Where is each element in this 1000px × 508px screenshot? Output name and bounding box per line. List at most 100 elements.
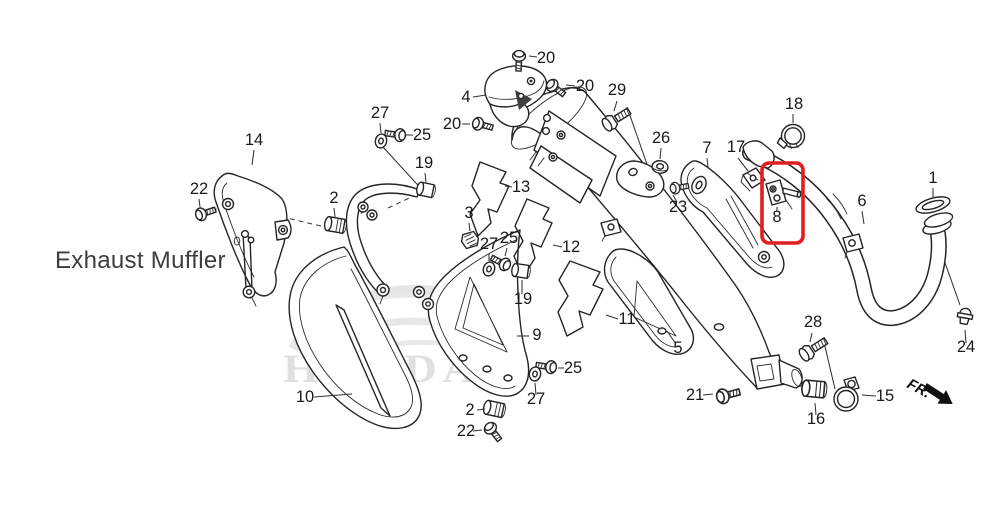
- part-label-19: 19: [415, 154, 433, 172]
- part-7-protector: [680, 160, 785, 278]
- leader-line-part-3: [468, 222, 471, 232]
- leader-line-part-6: [861, 210, 865, 225]
- fr-direction-marker: FR.: [904, 376, 953, 404]
- part-18-pipe-clamp: [776, 123, 806, 150]
- leader-line-part-10: [313, 393, 353, 398]
- part-8-stay-bracket: [765, 179, 802, 210]
- part-label-11: 11: [618, 310, 635, 328]
- fr-arrow-icon: [923, 383, 953, 404]
- leader-line-part-22: [472, 429, 483, 432]
- part-label-25: 25: [564, 359, 582, 377]
- gasket-sheet-13: [469, 161, 510, 237]
- part-label-27: 27: [527, 390, 545, 408]
- part-label-25: 25: [413, 126, 431, 144]
- part-label-21: 21: [686, 386, 704, 404]
- part-label-25: 25: [500, 229, 518, 247]
- leader-line-part-11: [605, 314, 619, 320]
- part-label-24: 24: [957, 338, 975, 356]
- part-label-27: 27: [371, 104, 389, 122]
- part-1-gasket: [915, 196, 951, 214]
- part-label-17: 17: [727, 138, 745, 156]
- leader-line-part-7: [706, 157, 709, 168]
- leader-line-part-25: [504, 247, 508, 257]
- part-label-15: 15: [876, 387, 894, 405]
- leader-line-part-27: [379, 122, 382, 134]
- part-label-2: 2: [465, 401, 474, 419]
- leader-line-part-14: [251, 149, 255, 166]
- leader-line-part-15: [861, 394, 877, 397]
- part-label-27: 27: [480, 235, 498, 253]
- part-label-12: 12: [562, 238, 580, 256]
- part-label-5: 5: [673, 339, 682, 357]
- part-label-20: 20: [576, 77, 594, 95]
- leader-line-part-20: [528, 55, 538, 58]
- leader-line-part-16: [814, 402, 817, 416]
- part-label-19: 19: [514, 290, 532, 308]
- part-16-bushing: [800, 379, 829, 399]
- leader-line-part-20: [565, 84, 576, 87]
- part-24-cap-nut: [955, 306, 975, 326]
- part-6-exhaust-pipe: [742, 140, 954, 327]
- part-label-26: 26: [652, 129, 670, 147]
- gasket-sheet-12: [513, 198, 553, 278]
- part-label-22: 22: [457, 422, 475, 440]
- leader-line-part-19: [424, 172, 427, 183]
- leader-line-part-29: [613, 100, 618, 112]
- part-4-end-cap: [484, 65, 548, 128]
- part-15-muffler-clamp: [833, 376, 860, 412]
- part-5-muffler-body: [510, 86, 803, 390]
- leader-line-part-2: [333, 207, 336, 218]
- inner-stay-frame: [345, 183, 421, 305]
- part-19-grommet: [510, 262, 532, 280]
- leader-line-part-17: [737, 157, 749, 172]
- part-label-1: 1: [928, 169, 937, 187]
- leader-line-part-24: [964, 329, 967, 344]
- part-label-8: 8: [772, 208, 781, 226]
- part-label-3: 3: [464, 204, 473, 222]
- part-27-washer: [527, 365, 543, 383]
- part-label-2: 2: [329, 189, 338, 207]
- part-label-16: 16: [807, 410, 825, 428]
- part-21-bolt: [714, 383, 743, 406]
- part-label-28: 28: [804, 313, 822, 331]
- leader-line-part-22: [198, 198, 201, 208]
- part-label-23: 23: [669, 198, 687, 216]
- diagram-title: Exhaust Muffler: [55, 247, 226, 274]
- part-label-14: 14: [245, 131, 263, 149]
- leader-line-part-12: [552, 244, 563, 248]
- part-label-6: 6: [857, 192, 866, 210]
- part-label-13: 13: [512, 178, 530, 196]
- part-label-9: 9: [532, 326, 541, 344]
- part-20-screw: [470, 115, 495, 135]
- part-label-18: 18: [785, 95, 803, 113]
- part-label-10: 10: [296, 388, 314, 406]
- part-25-screw: [383, 126, 407, 143]
- leader-line-part-27: [534, 382, 537, 396]
- part-2-bushing: [322, 215, 349, 235]
- part-19-grommet: [414, 180, 438, 199]
- leader-line-part-2: [476, 408, 486, 411]
- part-9-protector: [412, 229, 530, 397]
- part-label-20: 20: [537, 49, 555, 67]
- gasket-sheet-11: [557, 260, 604, 337]
- part-label-22: 22: [190, 180, 208, 198]
- part-label-29: 29: [608, 81, 626, 99]
- part-label-7: 7: [702, 139, 711, 157]
- highlight-box-part-8: [760, 161, 805, 245]
- part-29-bolt: [599, 103, 634, 134]
- leader-line-part-13: [504, 185, 513, 188]
- part-22-screw: [481, 419, 506, 445]
- leader-line-part-5: [666, 330, 677, 345]
- leader-line-part-21: [702, 393, 714, 396]
- part-label-20: 20: [443, 115, 461, 133]
- leader-line-part-28: [809, 332, 813, 343]
- part-17-bracket: [740, 167, 766, 192]
- leader-line-part-23: [672, 194, 678, 203]
- part-10-protector: [288, 246, 422, 430]
- part-2-bushing: [481, 399, 508, 419]
- leader-line-part-26: [659, 147, 662, 160]
- leader-line-part-4: [472, 94, 487, 98]
